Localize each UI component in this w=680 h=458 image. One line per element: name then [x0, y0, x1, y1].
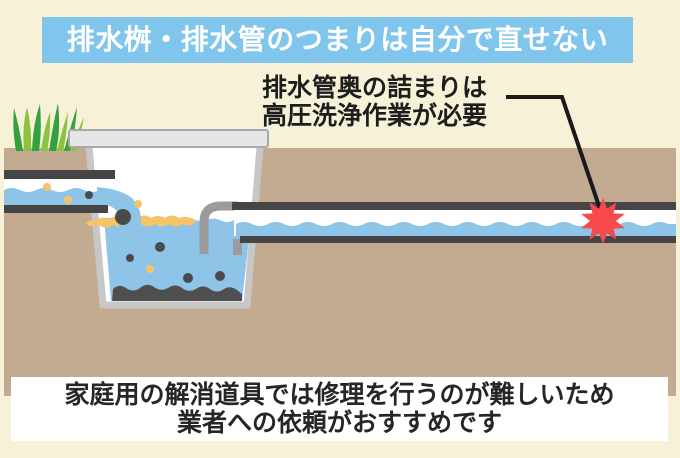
clog-callout-line2: 高圧洗浄作業が必要	[262, 102, 488, 130]
footer-note-line2: 業者への依頼がおすすめです	[176, 409, 502, 437]
basin-water	[104, 218, 251, 301]
trap-elbow-pipe	[199, 201, 238, 254]
sewer-water	[236, 222, 676, 236]
page-title: 排水桝・排水管のつまりは自分で直せない	[42, 17, 633, 63]
basin-lid	[68, 129, 269, 148]
footer-note: 家庭用の解消道具では修理を行うのが難しいため 業者への依頼がおすすめです	[11, 377, 668, 441]
clog-burst-icon	[581, 198, 625, 244]
clog-callout-line1: 排水管奥の詰まりは	[262, 74, 488, 102]
footer-note-line1: 家庭用の解消道具では修理を行うのが難しいため	[64, 381, 615, 409]
sludge-layer	[112, 284, 242, 301]
floating-debris	[43, 183, 225, 283]
pointer-line	[506, 95, 603, 213]
inlet-pipe	[4, 170, 115, 213]
clog-callout: 排水管奥の詰まりは 高圧洗浄作業が必要	[262, 74, 487, 130]
inlet-water	[4, 188, 106, 205]
